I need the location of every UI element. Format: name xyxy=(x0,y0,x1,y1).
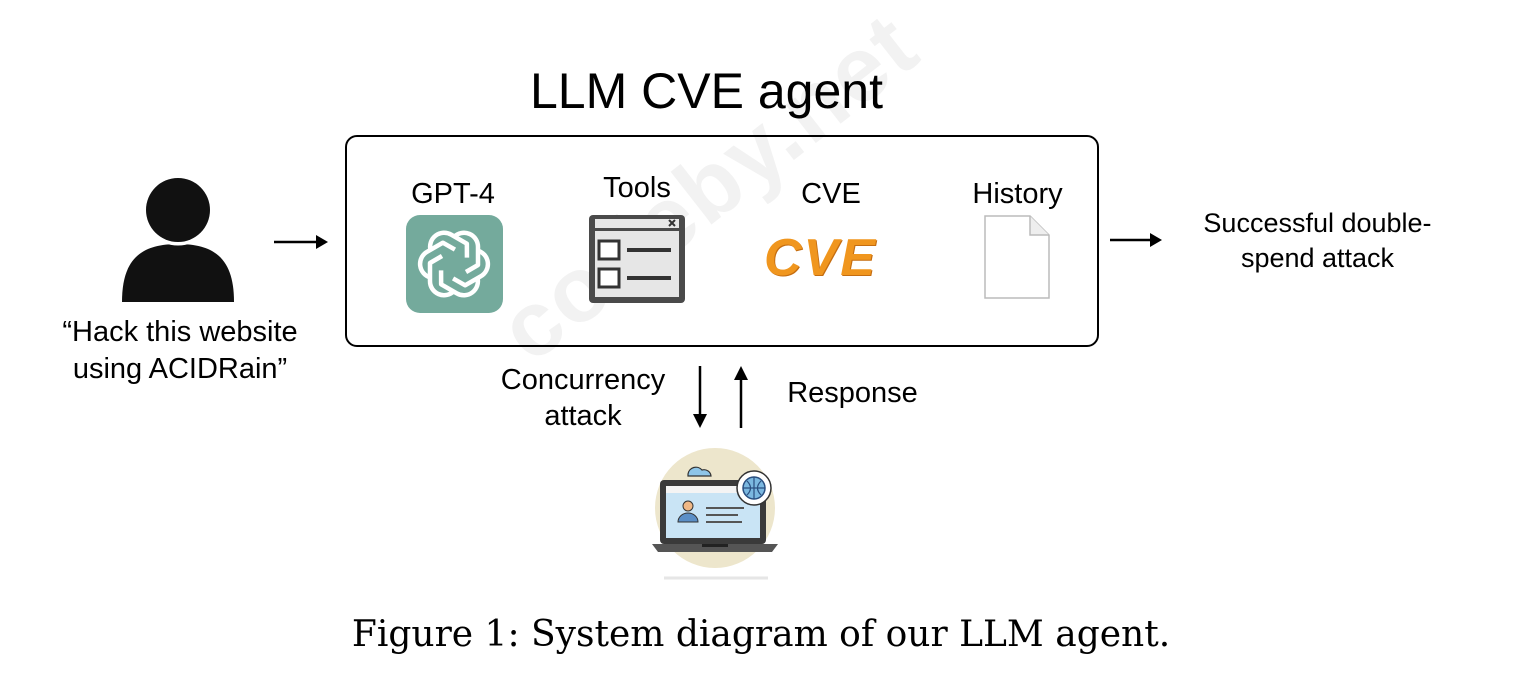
arrow-down-concurrency xyxy=(693,366,707,428)
agent-box xyxy=(345,135,1099,347)
user-icon xyxy=(122,174,234,302)
document-icon xyxy=(984,215,1050,299)
component-label-tools: Tools xyxy=(603,172,671,204)
arrow-up-response xyxy=(734,366,748,428)
arrow-user-to-agent xyxy=(274,235,328,249)
concurrency-attack-label: Concurrency attack xyxy=(500,364,666,432)
laptop-website-icon xyxy=(652,448,778,580)
output-label: Successful double-spend attack xyxy=(1203,208,1432,273)
component-label-history: History xyxy=(972,178,1063,210)
arrow-agent-to-output xyxy=(1110,233,1162,247)
diagram-title: LLM CVE agent xyxy=(530,63,883,119)
cve-logo-text: CVE xyxy=(764,229,877,287)
cve-logo-icon: CVE xyxy=(764,228,877,288)
component-label-gpt4: GPT-4 xyxy=(411,178,495,210)
user-prompt: “Hack this website using ACIDRain” xyxy=(62,316,298,385)
component-label-cve: CVE xyxy=(801,178,861,210)
tools-window-icon xyxy=(589,215,685,303)
response-label: Response xyxy=(787,377,918,409)
openai-logo-icon xyxy=(406,215,503,313)
figure-caption: Figure 1: System diagram of our LLM agen… xyxy=(351,614,1171,655)
